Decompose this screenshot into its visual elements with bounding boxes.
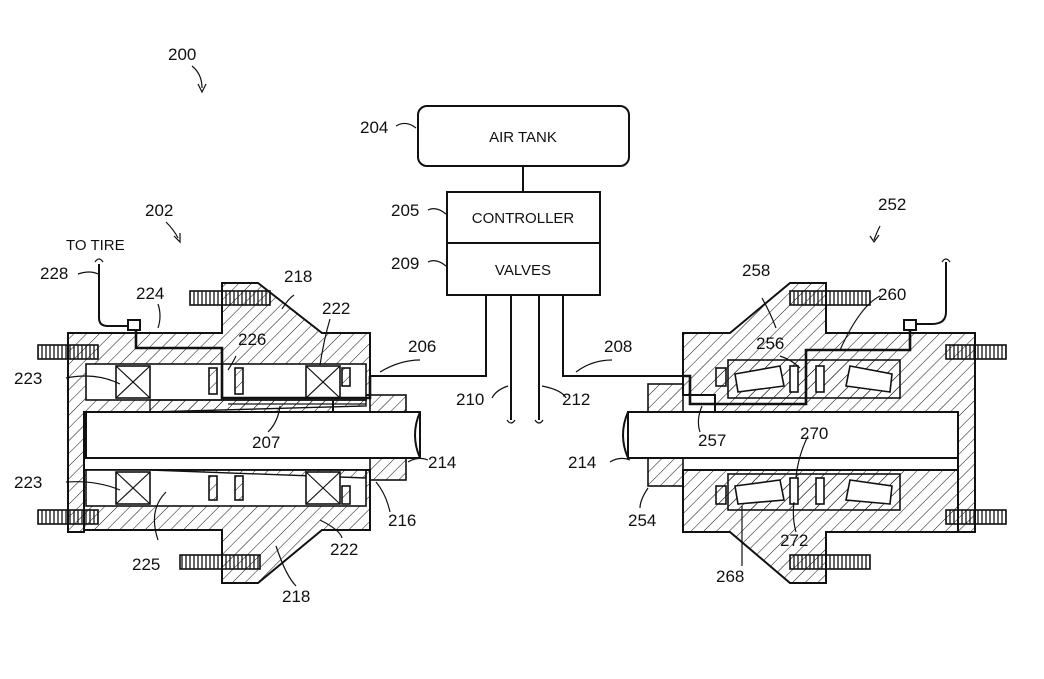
ref-228: 228 bbox=[40, 264, 68, 283]
ref-272: 272 bbox=[780, 531, 808, 550]
ref-223-bottom: 223 bbox=[14, 473, 42, 492]
ref-270: 270 bbox=[800, 424, 828, 443]
ref-218-bottom: 218 bbox=[282, 587, 310, 606]
ref-223-top: 223 bbox=[14, 369, 42, 388]
ref-224: 224 bbox=[136, 284, 164, 303]
ref-207: 207 bbox=[252, 433, 280, 452]
valves-label: VALVES bbox=[495, 262, 551, 279]
ref-206: 206 bbox=[408, 337, 436, 356]
left-air-passage bbox=[134, 330, 372, 400]
ref-225: 225 bbox=[132, 555, 160, 574]
ref-222-top: 222 bbox=[322, 299, 350, 318]
ref-202: 202 bbox=[145, 201, 173, 220]
ref-209: 209 bbox=[391, 254, 419, 273]
line-208 bbox=[562, 295, 683, 377]
ref-254: 254 bbox=[628, 511, 656, 530]
ref-205: 205 bbox=[391, 201, 419, 220]
right-tapered-rollers bbox=[734, 365, 893, 505]
right-wheel-end-assembly bbox=[622, 258, 1007, 584]
ref-210: 210 bbox=[456, 390, 484, 409]
to-tire-label: TO TIRE bbox=[66, 237, 125, 254]
right-air-passage bbox=[683, 330, 912, 406]
left-rotary-seals bbox=[208, 367, 351, 505]
reference-labels: 200 202 204 205 209 206 208 210 212 207 … bbox=[14, 45, 906, 606]
ref-260: 260 bbox=[878, 285, 906, 304]
ref-204: 204 bbox=[360, 118, 388, 137]
air-tank: AIR TANK bbox=[417, 105, 630, 167]
supply-lines bbox=[370, 295, 683, 424]
ref-200: 200 bbox=[168, 45, 196, 64]
ref-256: 256 bbox=[756, 334, 784, 353]
ref-258: 258 bbox=[742, 261, 770, 280]
ref-252: 252 bbox=[878, 195, 906, 214]
right-rotary-seals bbox=[715, 365, 825, 505]
ref-214-left: 214 bbox=[428, 453, 456, 472]
line-206 bbox=[370, 295, 487, 377]
ref-214-right: 214 bbox=[568, 453, 596, 472]
ref-216: 216 bbox=[388, 511, 416, 530]
left-bearings bbox=[115, 365, 341, 505]
ref-208: 208 bbox=[604, 337, 632, 356]
air-tank-label: AIR TANK bbox=[489, 129, 557, 146]
ref-257: 257 bbox=[698, 431, 726, 450]
ref-222-bottom: 222 bbox=[330, 540, 358, 559]
ref-218-top: 218 bbox=[284, 267, 312, 286]
leader-lines bbox=[65, 65, 881, 587]
controller-box: CONTROLLER bbox=[446, 191, 601, 244]
left-wheel-end-assembly bbox=[37, 258, 421, 584]
valves-box: VALVES bbox=[446, 242, 601, 296]
ref-226: 226 bbox=[238, 330, 266, 349]
ref-212: 212 bbox=[562, 390, 590, 409]
controller-label: CONTROLLER bbox=[472, 210, 575, 227]
ref-268: 268 bbox=[716, 567, 744, 586]
